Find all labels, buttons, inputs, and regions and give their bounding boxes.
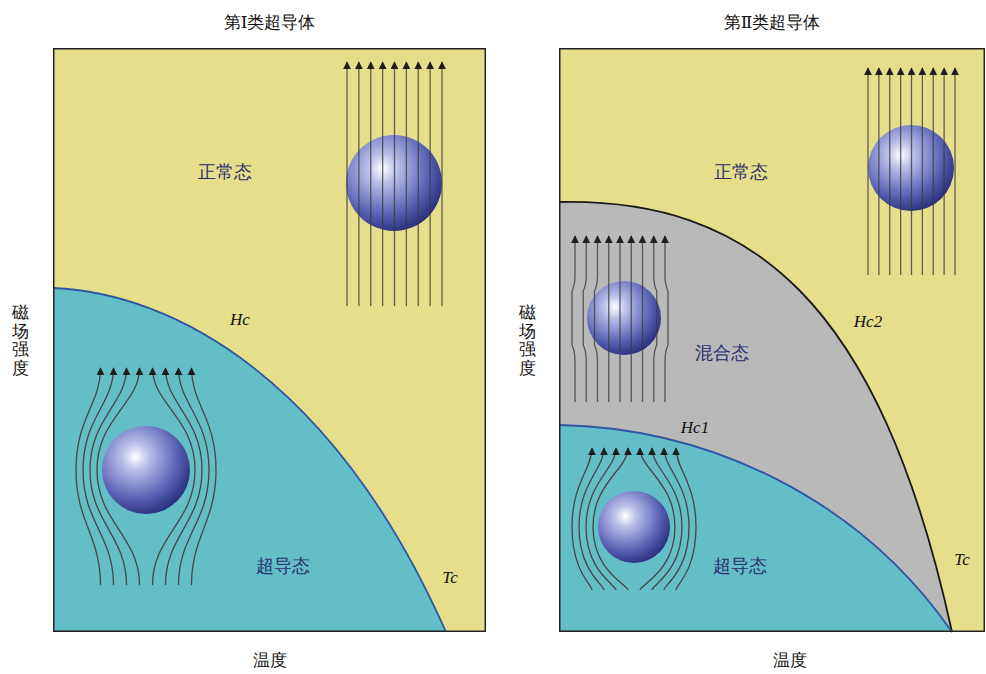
axis-label: 磁场强度 [12,303,29,378]
field-line [922,68,923,275]
field-sample [572,448,696,590]
math-label: Tc [442,568,457,588]
field-line [900,68,901,275]
region-label: 超导态 [256,554,310,578]
field-line [954,68,955,275]
field-line [676,448,696,590]
sample-sphere [102,426,190,514]
axis-label: 温度 [253,649,287,672]
sample-sphere [598,491,670,563]
field-line [608,236,609,402]
axis-label: 磁场强度 [519,303,536,378]
field-line [867,68,868,275]
panel-frame [54,49,486,632]
field-line [382,62,383,306]
region-label: 超导态 [713,554,767,578]
field-line [192,368,217,585]
field-line [619,236,620,402]
field-sample [346,62,442,306]
region-label: 正常态 [198,160,252,184]
phase-diagram-panel: 第Ⅱ类超导体正常态混合态超导态 [559,48,985,632]
region-fill [559,425,952,632]
math-label: Hc2 [854,312,882,332]
region-fill [53,48,486,632]
math-label: Hc1 [681,418,709,438]
field-line [665,236,668,402]
region-fill [559,202,952,632]
field-line [911,68,912,275]
field-illustration [53,48,486,632]
region-label: 混合态 [695,341,749,365]
field-line [429,62,430,306]
phase-boundary [559,202,952,632]
field-line [346,62,347,306]
field-line [394,62,395,306]
axis-label: 温度 [773,649,807,672]
phase-diagram-panel: 第Ⅰ类超导体正常态超导态 [53,48,486,632]
field-line [943,68,944,275]
field-line [654,236,657,402]
panel-title: 第Ⅰ类超导体 [224,11,316,34]
field-line [642,236,643,402]
field-line [878,68,879,275]
phase-region: 超导态 [53,48,486,632]
field-line [889,68,890,275]
phase-boundary [53,288,446,632]
sample-sphere [587,281,661,355]
panel-frame [560,49,985,632]
field-line [595,236,598,402]
field-line [583,236,586,402]
panel-title: 第Ⅱ类超导体 [724,11,821,34]
region-label: 正常态 [714,160,768,184]
field-illustration [559,48,985,632]
field-line [631,236,632,402]
region-fill [53,288,446,632]
region-fill [559,48,985,632]
field-line [933,68,934,275]
field-sample [76,368,216,585]
phase-boundary [559,425,952,632]
field-sample [572,236,668,402]
field-line [441,62,442,306]
region-shape [53,48,486,632]
field-sample [868,68,955,275]
field-line [370,62,371,306]
field-line [358,62,359,306]
field-line [572,236,575,402]
field-line [418,62,419,306]
field-line [406,62,407,306]
math-label: Tc [954,550,969,570]
math-label: Hc [230,310,250,330]
